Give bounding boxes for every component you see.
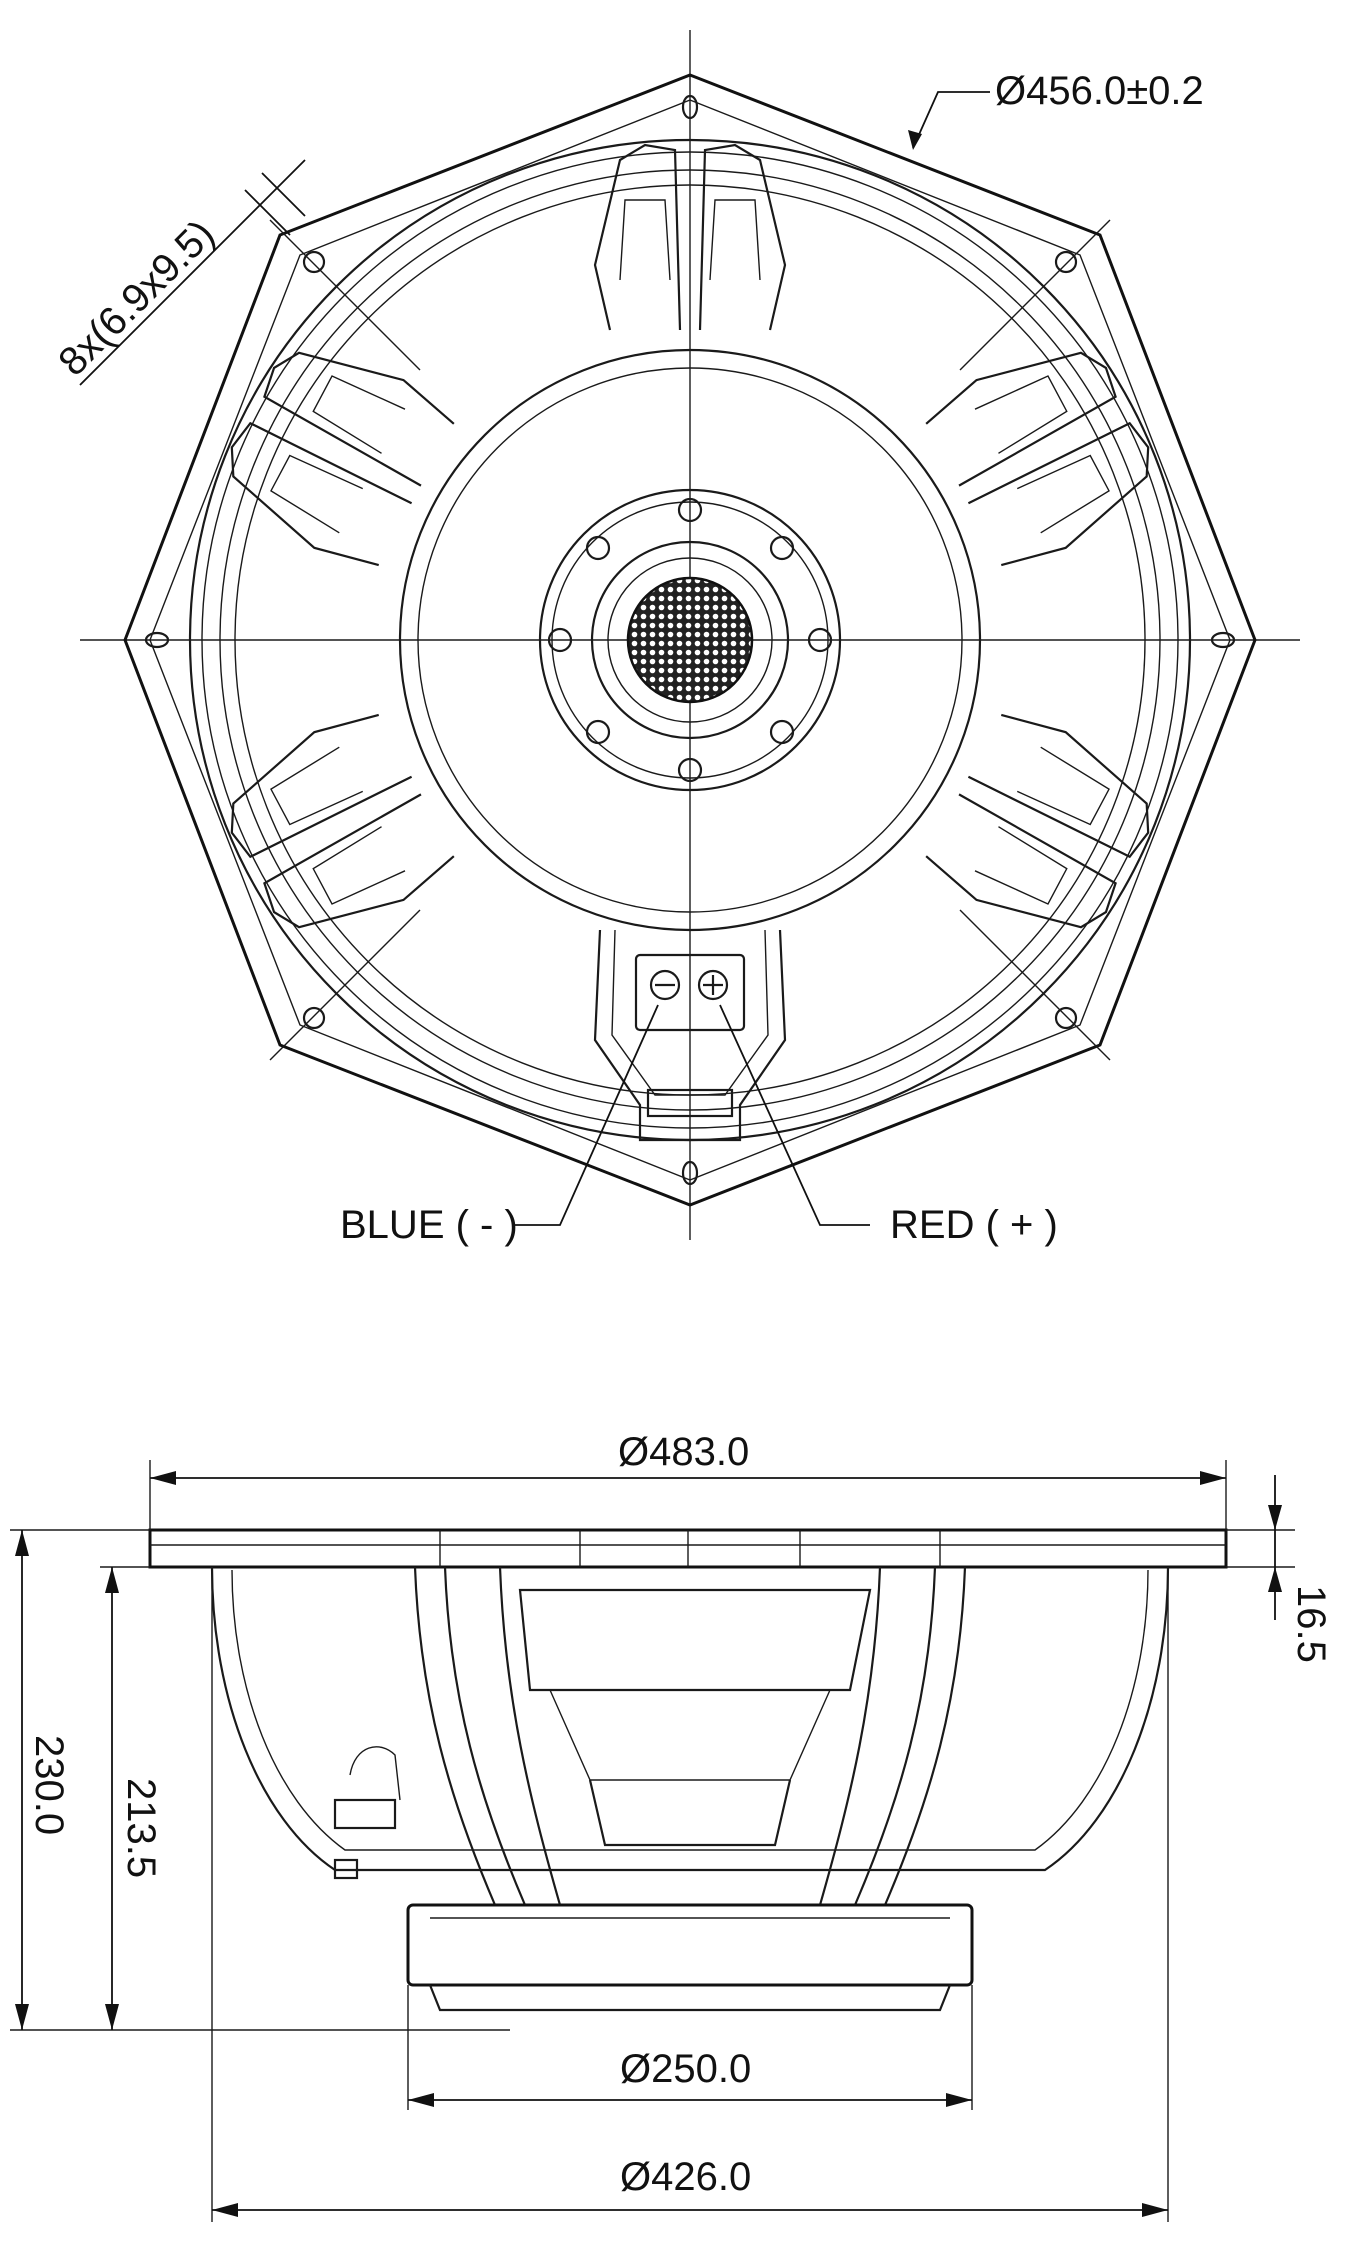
- mount-hole-leader: [79, 159, 306, 386]
- bolt-icon: [677, 497, 703, 523]
- terminal-arm: [593, 929, 787, 1142]
- red-terminal-label: RED ( + ): [890, 1203, 1058, 1247]
- flange-inner-outline: [149, 99, 1231, 1181]
- outer-diameter-leader: [912, 91, 990, 149]
- side-neck: [588, 1779, 792, 1847]
- bolt-icon: [677, 757, 703, 783]
- side-terminal-foot: [333, 1858, 359, 1880]
- front-view: Ø456.0±0.2 8x(6.9x9.5) BLUE ( - ) RED ( …: [50, 30, 1300, 1247]
- spoke-lower-left: [230, 713, 455, 929]
- diag-line-4: [959, 909, 1111, 1061]
- diag-line-3: [269, 909, 421, 1061]
- bolt-icon: [769, 719, 795, 745]
- spoke-upper-left: [230, 351, 455, 567]
- bolt-icon: [769, 535, 795, 561]
- magnet-outer: [398, 348, 982, 932]
- plate-ring-inner: [551, 501, 829, 779]
- mount-hole-bl: [302, 1006, 326, 1030]
- mount-hole-tl: [302, 250, 326, 274]
- red-leader: [719, 1004, 870, 1226]
- flange-diameter-label: Ø483.0: [618, 1430, 749, 1474]
- basket-ring-2: [201, 151, 1179, 1129]
- diag-line-1: [269, 219, 421, 371]
- magnet-diameter-label: Ø250.0: [620, 2047, 751, 2091]
- terminal-positive-icon: [697, 969, 729, 1001]
- mount-hole-bottom: [681, 1160, 699, 1186]
- mounting-depth-label: 213.5: [119, 1778, 163, 1878]
- basket-spokes: [230, 143, 1150, 1142]
- side-terminal-wire: [349, 1746, 401, 1801]
- mount-hole-top: [681, 94, 699, 120]
- side-basket-ribs: [413, 1566, 967, 1906]
- side-basket-outline: [210, 1566, 1170, 1872]
- basket-diameter-label: Ø426.0: [620, 2155, 751, 2199]
- plate-bolts: [547, 497, 833, 783]
- diag-line-2: [959, 219, 1111, 371]
- side-terminal-block: [333, 1798, 397, 1830]
- flange-outline: [123, 73, 1257, 1207]
- spoke-lower-right: [925, 713, 1150, 929]
- blue-leader: [515, 1004, 659, 1226]
- blue-terminal-label: BLUE ( - ): [340, 1203, 518, 1247]
- magnet-inner: [417, 367, 963, 913]
- vent-ring: [590, 540, 790, 740]
- terminal-block: [634, 953, 746, 1118]
- mount-hole-label: 8x(6.9x9.5): [50, 212, 223, 385]
- outer-diameter-label: Ø456.0±0.2: [995, 69, 1204, 113]
- bolt-icon: [585, 535, 611, 561]
- vent-mesh: [626, 576, 754, 704]
- mount-hole-right: [1210, 631, 1236, 649]
- mount-hole-tr: [1054, 250, 1078, 274]
- bolt-icon: [807, 627, 833, 653]
- side-view: Ø483.0 16.5 230.0 213.5 Ø250.0: [10, 1430, 1333, 2222]
- mount-hole-left: [144, 631, 170, 649]
- terminal-label-plate: [646, 1088, 734, 1118]
- basket-ring-3: [219, 169, 1161, 1111]
- spoke-upper-right: [925, 351, 1150, 567]
- side-magnet: [406, 1903, 974, 1987]
- mount-hole-br: [1054, 1006, 1078, 1030]
- bolt-icon: [585, 719, 611, 745]
- side-cone: [518, 1588, 872, 1692]
- spoke-top: [593, 143, 787, 331]
- bolt-icon: [547, 627, 573, 653]
- total-depth-label: 230.0: [27, 1735, 71, 1835]
- terminal-housing: [634, 953, 746, 1032]
- flange-thickness-label: 16.5: [1289, 1585, 1333, 1663]
- side-basket-inner: [231, 1569, 1149, 1851]
- vent-ring-inner: [607, 557, 773, 723]
- side-backplate: [428, 1984, 952, 2012]
- plate-ring: [538, 488, 842, 792]
- mounting-holes: [144, 94, 1236, 1186]
- terminal-negative-icon: [649, 969, 681, 1001]
